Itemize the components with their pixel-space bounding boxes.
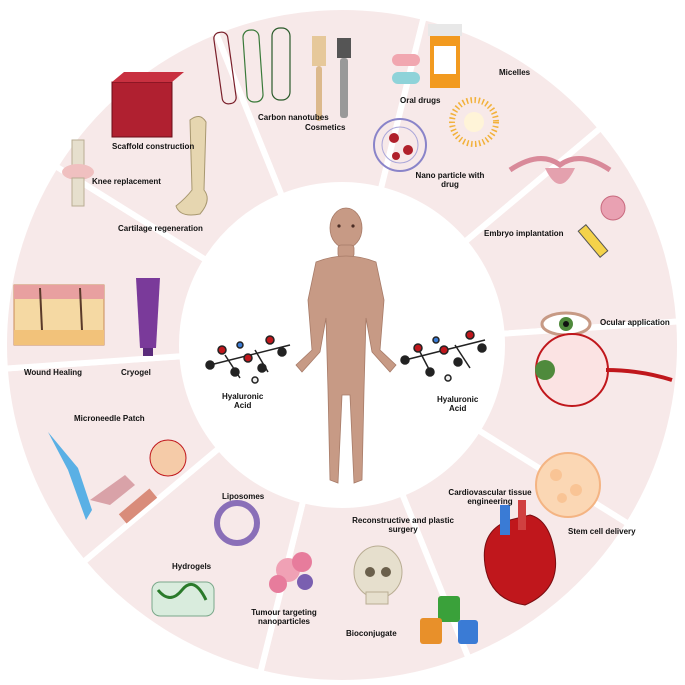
human-figure-icon [295, 207, 397, 484]
micelle-icon [449, 97, 499, 147]
label-embryo-implantation: Embryo implantation [484, 229, 564, 238]
segment-9 [51, 27, 286, 265]
label-stem-cell-delivery: Stem cell delivery [568, 527, 636, 536]
protein-icon [420, 596, 478, 644]
label-bioconjugate: Bioconjugate [346, 629, 397, 638]
uterus-icon [508, 156, 626, 221]
label-cardiovascular: Cardiovascular tissue engineering [448, 488, 532, 507]
label-reconstructive: Reconstructive and plastic surgery [352, 516, 454, 535]
scaffold-icon [111, 72, 184, 138]
label-hyaluronic-acid-left: Hyaluronic Acid [222, 392, 263, 410]
label-ocular-application: Ocular application [600, 318, 670, 327]
syringe-icon [577, 224, 609, 258]
skin-icon [118, 439, 187, 524]
brush-icon [312, 36, 351, 121]
hyaluronic-acid-molecule-left-icon [205, 335, 291, 384]
label-hyaluronic-acid-right: Hyaluronic Acid [437, 395, 478, 413]
hydrogel-icon [151, 581, 215, 617]
label-carbon-nanotubes: Carbon nanotubes [258, 113, 329, 122]
cell-cluster-icon [535, 452, 601, 518]
hyaluronic-acid-molecule-right-icon [400, 330, 487, 382]
label-tumour-targeting: Tumour targeting nanoparticles [251, 608, 317, 627]
skin-section-icon [13, 284, 105, 346]
pill-bottle-icon [392, 24, 462, 88]
nanoparticle-icon [373, 118, 427, 172]
eye-icon [535, 311, 673, 407]
label-cryogel: Cryogel [121, 368, 151, 377]
label-microneedle-patch: Microneedle Patch [74, 414, 145, 423]
label-cartilage-regeneration: Cartilage regeneration [118, 224, 203, 233]
label-hyaluronic-acid-right-line1: Hyaluronic [437, 395, 479, 404]
label-oral-drugs: Oral drugs [400, 96, 441, 105]
label-micelles: Micelles [499, 68, 531, 77]
label-wound-healing: Wound Healing [24, 368, 83, 377]
bone-icon [175, 116, 208, 216]
heart-icon [483, 500, 557, 606]
carbon-nanotube-icon [213, 27, 291, 105]
liposome-icon [214, 500, 260, 546]
label-hyaluronic-acid-left-line1: Hyaluronic [222, 392, 264, 401]
label-liposomes: Liposomes [222, 492, 265, 501]
tumour-icon [269, 552, 313, 593]
skull-icon [353, 545, 403, 605]
label-knee-replacement: Knee replacement [92, 177, 161, 186]
label-nano-particle: Nano particle with drug [415, 171, 485, 190]
label-hyaluronic-acid-left-line2: Acid [234, 401, 252, 411]
label-hyaluronic-acid-right-line2: Acid [449, 404, 467, 414]
knee-icon [62, 139, 94, 207]
label-hydrogels: Hydrogels [172, 562, 212, 571]
label-cosmetics: Cosmetics [305, 123, 346, 132]
tube-icon [136, 278, 160, 356]
label-scaffold-construction: Scaffold construction [112, 142, 195, 151]
microneedle-icon [48, 432, 135, 520]
